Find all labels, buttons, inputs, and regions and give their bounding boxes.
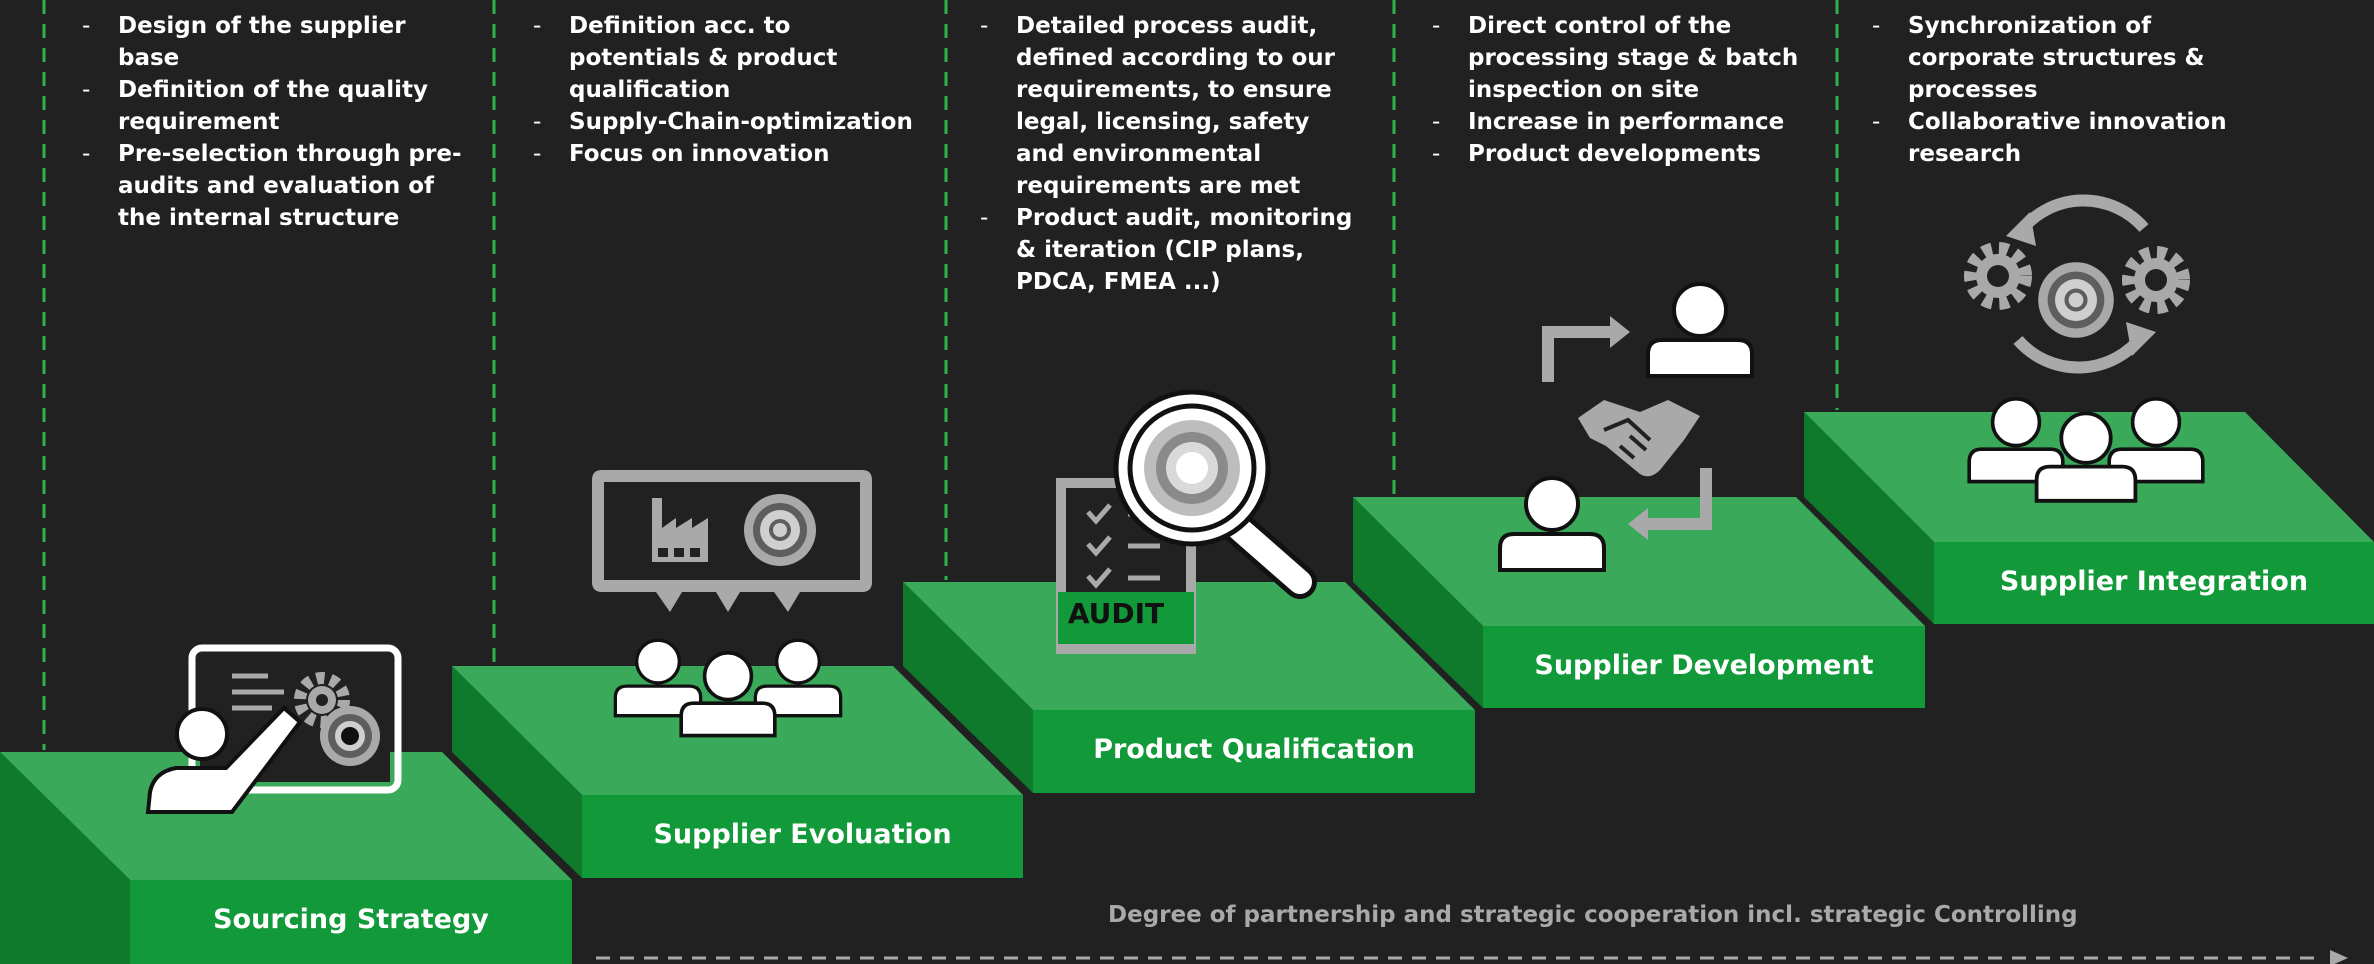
stage-label-sourcing-strategy: Sourcing Strategy xyxy=(213,904,489,935)
bullet-item: Product audit, monitoring & iteration (C… xyxy=(980,202,1360,298)
bullet-item: Direct control of the processing stage &… xyxy=(1432,10,1802,106)
step-4 xyxy=(1353,497,1925,708)
stage-5-bullets: Synchronization of corporate structures … xyxy=(1872,10,2232,170)
bullet-item: Synchronization of corporate structures … xyxy=(1872,10,2232,106)
bullet-item: Design of the supplier base xyxy=(82,10,462,74)
column-dividers xyxy=(42,0,1839,750)
bullet-item: Definition of the quality requirement xyxy=(82,74,462,138)
stage-label-supplier-development: Supplier Development xyxy=(1534,650,1874,681)
factory-speech-bubble-icon xyxy=(592,470,872,738)
bullet-item: Product developments xyxy=(1432,138,1802,170)
team-gears-cycle-icon xyxy=(1969,194,2205,503)
stage-2-bullets: Definition acc. to potentials & product … xyxy=(533,10,923,170)
stage-label-supplier-evoluation: Supplier Evoluation xyxy=(653,819,952,850)
audit-label: AUDIT xyxy=(1068,597,1164,630)
stage-1-bullets: Design of the supplier base Definition o… xyxy=(82,10,462,234)
footer-caption: Degree of partnership and strategic coop… xyxy=(1108,902,2078,928)
step-1 xyxy=(0,752,572,964)
footer-arrow xyxy=(596,950,2348,964)
stage-3-bullets: Detailed process audit, defined accordin… xyxy=(980,10,1360,298)
bullet-item: Definition acc. to potentials & product … xyxy=(533,10,923,106)
handshake-exchange-icon xyxy=(1498,282,1754,572)
bullet-item: Detailed process audit, defined accordin… xyxy=(980,10,1360,202)
bullet-item: Increase in performance xyxy=(1432,106,1802,138)
bullet-item: Collaborative innovation research xyxy=(1872,106,2232,170)
presentation-board-icon xyxy=(145,644,402,814)
stage-label-supplier-integration: Supplier Integration xyxy=(1999,566,2309,597)
audit-magnifier-icon: AUDIT xyxy=(1056,389,1317,654)
bullet-item: Focus on innovation xyxy=(533,138,923,170)
stage-label-product-qualification: Product Qualification xyxy=(1093,734,1415,765)
bullet-item: Supply-Chain-optimization xyxy=(533,106,923,138)
stage-4-bullets: Direct control of the processing stage &… xyxy=(1432,10,1802,170)
bullet-item: Pre-selection through pre-audits and eva… xyxy=(82,138,462,234)
